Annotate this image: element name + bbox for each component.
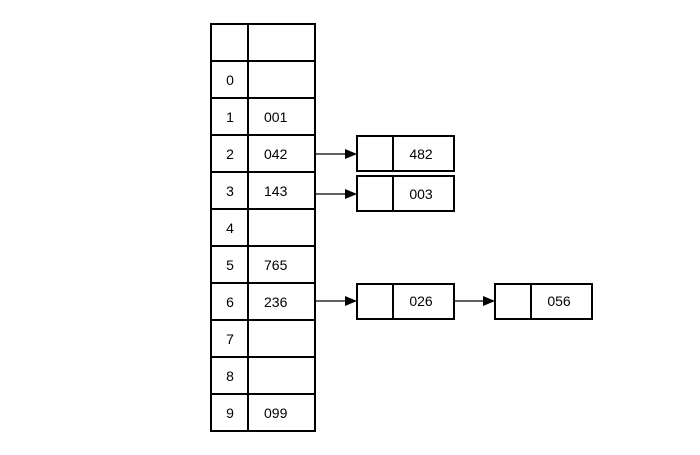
- row-index-5: 5: [226, 257, 234, 273]
- node-value-056: 056: [547, 293, 571, 309]
- chain-node-026: [356, 283, 455, 320]
- pointer-arrows: [315, 149, 495, 306]
- node-box: [356, 135, 455, 172]
- chain-node-482: [356, 135, 455, 172]
- node-box: [356, 283, 455, 320]
- chain-node-003: [356, 175, 455, 212]
- row-value-2: 042: [264, 146, 288, 162]
- node-box: [494, 283, 593, 320]
- chain-node-056: [494, 283, 593, 320]
- row-value-3: 143: [264, 183, 288, 199]
- row-index-8: 8: [226, 368, 234, 384]
- row-value-6: 236: [264, 294, 288, 310]
- row-index-1: 1: [226, 109, 234, 125]
- row-value-5: 765: [264, 257, 288, 273]
- row-value-1: 001: [264, 109, 288, 125]
- hash-table-border: [210, 23, 316, 432]
- row-value-9: 099: [264, 405, 288, 421]
- row-index-0: 0: [226, 72, 234, 88]
- row-index-3: 3: [226, 183, 234, 199]
- node-value-003: 003: [409, 186, 433, 202]
- value-column: 001 042 143 765 236 099: [264, 109, 288, 421]
- row-index-2: 2: [226, 146, 234, 162]
- row-index-7: 7: [226, 331, 234, 347]
- row-index-9: 9: [226, 405, 234, 421]
- row-index-4: 4: [226, 220, 234, 236]
- node-box: [356, 175, 455, 212]
- node-value-482: 482: [409, 146, 433, 162]
- node-value-026: 026: [409, 293, 433, 309]
- index-column: 0 1 2 3 4 5 6 7 8 9: [226, 72, 234, 421]
- hash-table: [210, 23, 316, 432]
- row-index-6: 6: [226, 294, 234, 310]
